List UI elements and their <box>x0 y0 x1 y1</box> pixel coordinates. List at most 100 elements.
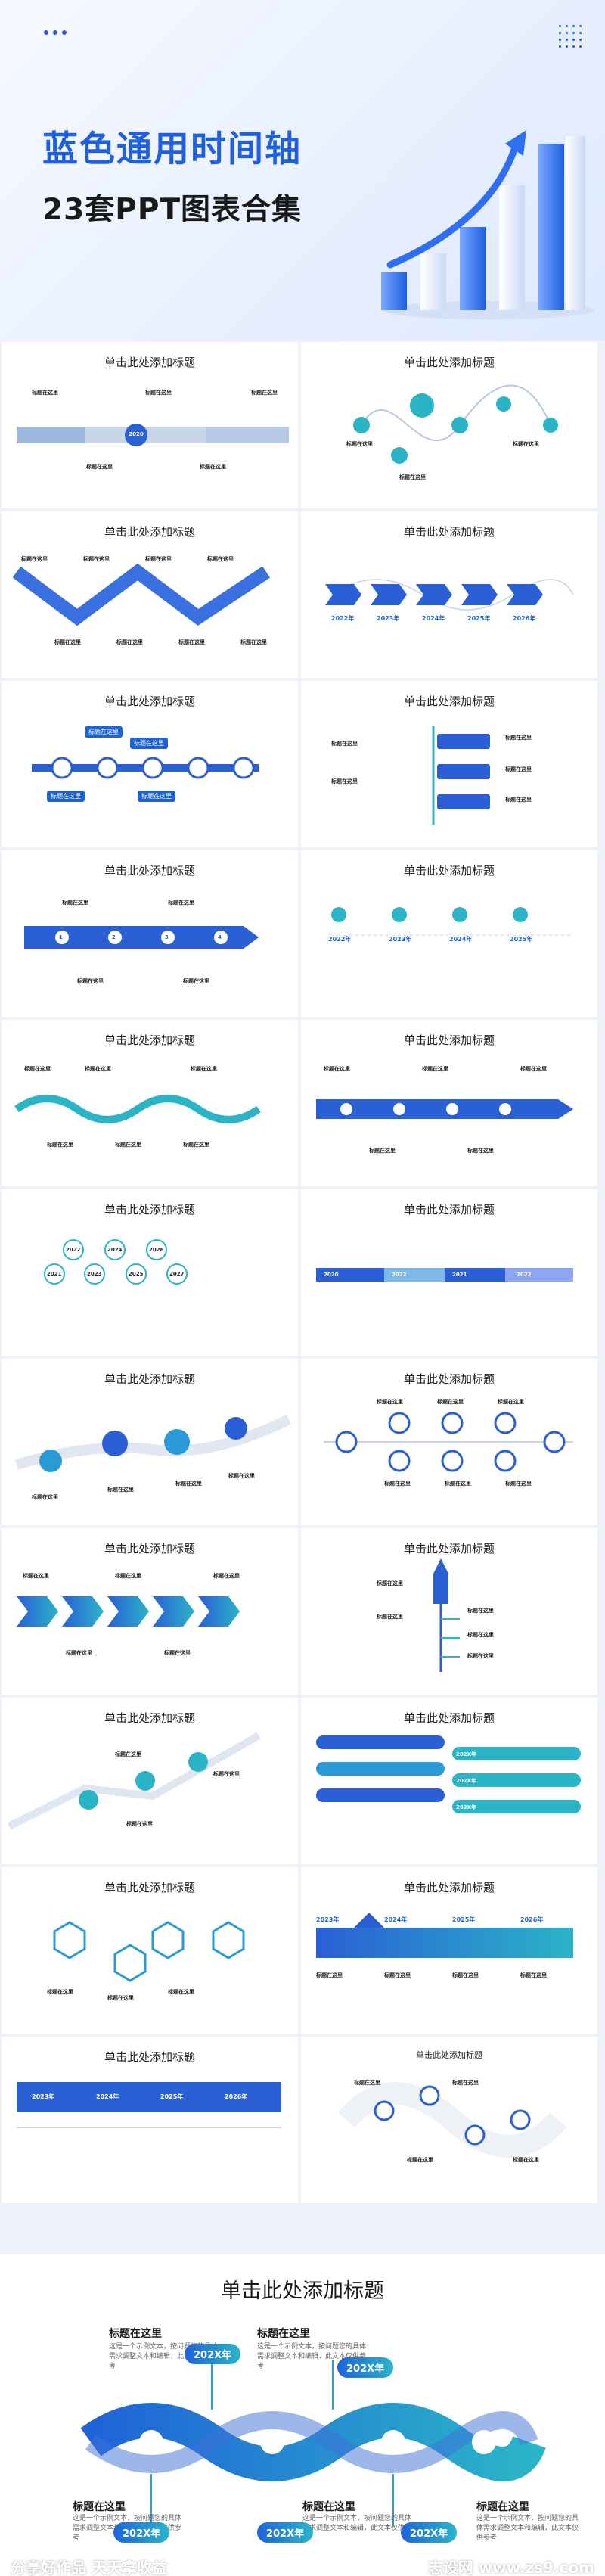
year-label: 2026年 <box>225 2093 248 2100</box>
photo-strip-timeline <box>17 424 289 446</box>
slide-9[interactable]: 单击此处添加标题 标题在这里 标题在这里 标题在这里 标题在这里 标题在这里 标… <box>2 1020 298 1186</box>
slide-2[interactable]: 单击此处添加标题 标题在这里 标题在这里 标题在这里 <box>301 342 597 508</box>
milestone-badge: 标题在这里 <box>138 791 175 802</box>
slide-title: 单击此处添加标题 <box>416 2050 482 2060</box>
milestone-label: 标题在这里 <box>183 1142 209 1148</box>
chevron-year-timeline <box>325 579 574 611</box>
milestone-body: 这是一个示例文本，按问题您的具体需求调整文本和编辑，此文本仅供参考 <box>302 2515 412 2542</box>
milestone-label: 标题在这里 <box>47 1989 73 1995</box>
year-label: 2022年 <box>328 936 352 943</box>
slide-15[interactable]: 单击此处添加标题 标题在这里 标题在这里 标题在这里 标题在这里 标题在这里 <box>2 1528 298 1695</box>
slide-title: 单击此处添加标题 <box>104 1372 195 1386</box>
diamond-photo-timeline <box>80 2345 546 2527</box>
slide-title: 单击此处添加标题 <box>104 1203 195 1217</box>
slide-7[interactable]: 单击此处添加标题 1 2 3 4 标题在这里 标题在这里 标题在这里 标题在这里 <box>2 850 298 1017</box>
slide-10[interactable]: 单击此处添加标题 标题在这里 标题在这里 标题在这里 标题在这里 标题在这里 <box>301 1020 597 1186</box>
slide-17[interactable]: 单击此处添加标题 标题在这里 标题在这里 标题在这里 <box>2 1698 298 1864</box>
year-label: 2021 <box>47 1271 62 1277</box>
year-label: 2025年 <box>510 936 533 943</box>
year-label: 2025年 <box>452 1916 476 1923</box>
slide-13[interactable]: 单击此处添加标题 标题在这里 标题在这里 标题在这里 标题在这里 <box>2 1359 298 1525</box>
year-label: 2026 <box>149 1247 164 1253</box>
milestone-label: 标题在这里 <box>86 464 113 470</box>
rising-arrow-timeline <box>7 1732 261 1830</box>
year-label: 2026年 <box>520 1916 544 1923</box>
milestone-label: 标题在这里 <box>513 441 539 447</box>
year-pill: 202X年 <box>113 2522 170 2543</box>
milestone-label: 标题在这里 <box>115 1751 141 1757</box>
milestone-label: 标题在这里 <box>505 1481 532 1487</box>
slide-12[interactable]: 单击此处添加标题 2020 2022 2021 2022 <box>301 1189 597 1356</box>
milestone-label: 标题在这里 <box>207 556 234 562</box>
slide-6[interactable]: 单击此处添加标题 标题在这里 标题在这里 标题在这里 标题在这里 标题在这里 <box>301 681 597 847</box>
slide-4[interactable]: 单击此处添加标题 2022年 2023年 2024年 2025年 2026年 <box>301 511 597 678</box>
slide-title: 单击此处添加标题 <box>403 694 495 708</box>
watermark-bar: 分享好作品 天天拿收益 志设网 www.zs9.com <box>0 2551 605 2576</box>
milestone-label: 标题在这里 <box>407 2157 433 2163</box>
slide-title: 单击此处添加标题 <box>221 2279 384 2303</box>
slide-8[interactable]: 单击此处添加标题 2022年 2023年 2024年 2025年 <box>301 850 597 1017</box>
milestone-label: 标题在这里 <box>168 900 194 906</box>
milestone-label: 标题在这里 <box>384 1972 411 1978</box>
year-label: 2024年 <box>384 1916 408 1923</box>
year-label: 202X年 <box>456 1804 477 1810</box>
milestone-heading: 标题在这里 <box>257 2328 310 2340</box>
slide-title: 单击此处添加标题 <box>403 1372 495 1386</box>
milestone-label: 标题在这里 <box>251 390 278 396</box>
cover-subtitle: 23套PPT图表合集 <box>42 193 302 227</box>
year-label: 2024年 <box>422 615 445 622</box>
milestone-label: 标题在这里 <box>445 1481 471 1487</box>
arrow-band-timeline <box>316 1099 573 1119</box>
slide-title: 单击此处添加标题 <box>104 1033 195 1047</box>
slide-title: 单击此处添加标题 <box>403 525 495 539</box>
milestone-label: 标题在这里 <box>54 639 81 645</box>
slide-title: 单击此处添加标题 <box>403 864 495 878</box>
milestone-label: 标题在这里 <box>399 474 426 480</box>
milestone-heading: 标题在这里 <box>73 2501 126 2513</box>
milestone-label: 标题在这里 <box>126 1821 153 1827</box>
slide-22[interactable]: 单击此处添加标题 标题在这里 标题在这里 标题在这里 标题在这里 <box>301 2037 597 2203</box>
year-label: 2024年 <box>96 2093 119 2100</box>
dashed-year-timeline <box>331 907 573 936</box>
slide-3[interactable]: 单击此处添加标题 标题在这里 标题在这里 标题在这里 标题在这里 标题在这里 标… <box>2 511 298 678</box>
year-label: 202X年 <box>456 1778 477 1784</box>
slide-20[interactable]: 单击此处添加标题 2023年 2024年 2025年 2026年 标题在这里 标… <box>301 1867 597 2034</box>
milestone-label: 标题在这里 <box>346 441 373 447</box>
final-slide[interactable]: 单击此处添加标题 标题在这里 这是一个示例文本，按问题您的具体需求调整文本和编辑… <box>0 2254 605 2576</box>
slide-14[interactable]: 单击此处添加标题 标题在这里 标题在这里 标题在这里 标题在这里 标题在这里 标… <box>301 1359 597 1525</box>
milestone-label: 标题在这里 <box>24 1066 51 1072</box>
milestone-label: 标题在这里 <box>354 2080 380 2086</box>
slide-21[interactable]: 单击此处添加标题 2023年 2024年 2025年 2026年 <box>2 2037 298 2203</box>
slide-18[interactable]: 单击此处添加标题 202X年 202X年 202X年 <box>301 1698 597 1864</box>
year-label: 2027 <box>169 1271 185 1277</box>
slide-19[interactable]: 单击此处添加标题 标题在这里 标题在这里 标题在这里 <box>2 1867 298 2034</box>
icon-band-timeline <box>32 757 259 779</box>
slide-title: 单击此处添加标题 <box>403 1881 495 1894</box>
step-number: 2 <box>112 934 116 940</box>
milestone-label: 标题在这里 <box>32 1494 58 1500</box>
milestone-label: 标题在这里 <box>145 390 172 396</box>
milestone-label: 标题在这里 <box>115 1142 141 1148</box>
milestone-label: 标题在这里 <box>115 1573 141 1579</box>
milestone-heading: 标题在这里 <box>476 2501 529 2513</box>
slide-5[interactable]: 单击此处添加标题 标题在这里 标题在这里 标题在这里 标题在这里 <box>2 681 298 847</box>
milestone-label: 标题在这里 <box>422 1066 448 1072</box>
slide-title: 单击此处添加标题 <box>104 525 195 539</box>
hexagon-timeline <box>53 1921 245 1982</box>
slide-title: 单击此处添加标题 <box>104 2050 195 2064</box>
step-number: 4 <box>218 934 222 940</box>
milestone-label: 标题在这里 <box>164 1650 191 1656</box>
milestone-label: 标题在这里 <box>324 1066 350 1072</box>
milestone-label: 标题在这里 <box>183 978 209 984</box>
slide-title: 单击此处添加标题 <box>104 356 195 369</box>
slide-11[interactable]: 单击此处添加标题 2022 2024 2026 2021 2023 2025 2… <box>2 1189 298 1356</box>
milestone-label: 标题在这里 <box>505 797 532 803</box>
year-label: 2023 <box>87 1271 102 1277</box>
milestone-body: 这是一个示例文本，按问题您的具体需求调整文本和编辑，此文本仅供参考 <box>109 2343 219 2370</box>
year-pill: 202X年 <box>185 2344 241 2364</box>
slide-1[interactable]: 单击此处添加标题 2020 标题在这里 标题在这里 标题在这里 标题在这里 标题… <box>2 342 298 508</box>
milestone-label: 标题在这里 <box>467 1608 494 1614</box>
year-label: 2020 <box>324 1272 339 1278</box>
slide-16[interactable]: 单击此处添加标题 标题在这里 标题在这里 标题在这里 标题在这里 标题在这里 <box>301 1528 597 1695</box>
slide-title: 单击此处添加标题 <box>104 864 195 878</box>
